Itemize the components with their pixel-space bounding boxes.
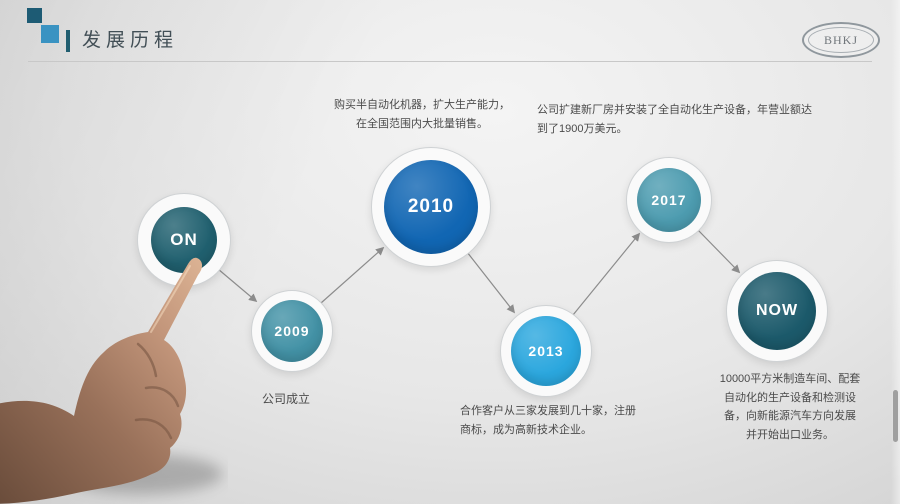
deco-square-light xyxy=(41,25,59,43)
node-circle-now: NOW xyxy=(738,272,816,350)
timeline-node-2010: 2010 xyxy=(371,147,491,267)
node-circle-2009: 2009 xyxy=(261,300,323,362)
arrow-2010-to-2013 xyxy=(466,251,516,314)
arrow-2009-to-2010 xyxy=(320,246,385,304)
node-label-now: NOW xyxy=(755,302,799,319)
timeline-node-now: NOW xyxy=(726,260,828,362)
timeline-node-2009: 2009 xyxy=(251,290,333,372)
logo-inner-ellipse: BHKJ xyxy=(808,27,874,53)
header-divider xyxy=(28,61,872,62)
company-logo: BHKJ xyxy=(802,22,880,58)
node-circle-2013: 2013 xyxy=(511,316,581,386)
annotation-2017: 公司扩建新厂房并安装了全自动化生产设备，年营业额达 到了1900万美元。 xyxy=(537,104,812,135)
title-accent-bar xyxy=(66,30,70,52)
arrow-on-to-2009 xyxy=(217,268,258,303)
slide-title: 发展历程 xyxy=(82,30,179,51)
timeline-node-2013: 2013 xyxy=(500,305,592,397)
annotation-2010: 购买半自动化机器，扩大生产能力， 在全国范围内大批量销售。 xyxy=(334,99,510,130)
logo-text: BHKJ xyxy=(823,32,858,47)
node-label-on: ON xyxy=(170,230,198,249)
annotation-2013: 合作客户从三家发展到几十家，注册 商标，成为高新技术企业。 xyxy=(460,405,636,436)
annotation-2009: 公司成立 xyxy=(262,392,311,406)
node-circle-2010: 2010 xyxy=(384,160,478,254)
annotation-now: 10000平方米制造车间、配套 自动化的生产设备和检测设 备，向新能源汽车方向发… xyxy=(719,373,861,442)
node-label-2009: 2009 xyxy=(274,323,310,339)
arrow-2013-to-2017 xyxy=(572,232,641,316)
node-label-2013: 2013 xyxy=(528,343,564,359)
node-label-2010: 2010 xyxy=(407,196,455,217)
node-label-2017: 2017 xyxy=(651,192,687,208)
timeline-node-on: ON xyxy=(137,193,231,287)
scrollbar-track[interactable] xyxy=(891,0,900,504)
deco-square-dark xyxy=(27,8,42,23)
arrow-2017-to-now xyxy=(696,228,741,274)
node-circle-2017: 2017 xyxy=(637,168,701,232)
node-circle-on: ON xyxy=(151,207,217,273)
scrollbar-thumb[interactable] xyxy=(893,390,898,442)
timeline-node-2017: 2017 xyxy=(626,157,712,243)
